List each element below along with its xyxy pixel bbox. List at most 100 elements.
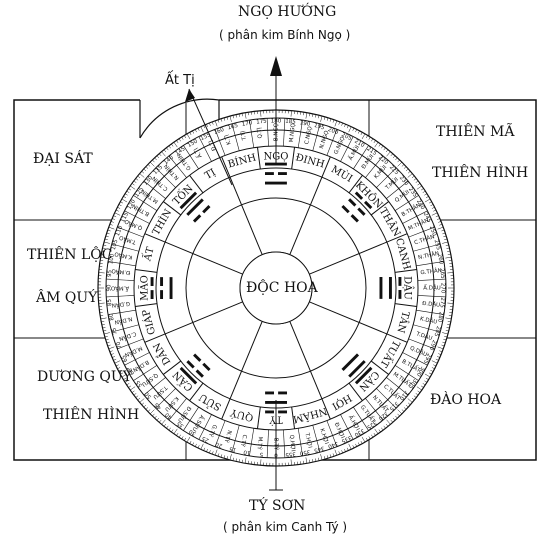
- cell-divider: [214, 129, 226, 156]
- degree-tick: [383, 425, 386, 429]
- degree-tick: [156, 417, 160, 421]
- degree-tick: [200, 126, 204, 133]
- mountain-divider: [163, 201, 182, 216]
- ring-cell-label: G.TÝ: [207, 423, 219, 438]
- degree-tick: [405, 404, 409, 408]
- degree-tick: [439, 350, 443, 353]
- degree-tick: [442, 232, 446, 235]
- degree-tick: [442, 241, 448, 244]
- degree-label: 290: [428, 339, 437, 351]
- cell-divider: [124, 352, 150, 366]
- degree-label: 335: [340, 434, 353, 444]
- degree-tick: [130, 386, 136, 391]
- degree-tick: [102, 327, 106, 329]
- cell-divider: [402, 210, 428, 224]
- cell-divider: [111, 243, 139, 252]
- cell-divider: [416, 261, 444, 267]
- degree-tick: [137, 175, 141, 179]
- trigram-sector-divider: [164, 241, 243, 275]
- degree-tick: [98, 272, 105, 274]
- degree-label: 235: [407, 186, 418, 198]
- degree-tick: [348, 126, 352, 133]
- degree-tick: [445, 256, 452, 259]
- cell-divider: [365, 398, 384, 421]
- ring-cell-label: T.HỢI: [303, 432, 312, 449]
- degree-tick: [431, 360, 438, 364]
- cell-divider: [231, 425, 240, 453]
- degree-label: 120: [127, 198, 138, 211]
- degree-label: 55: [135, 379, 144, 389]
- degree-tick: [147, 164, 151, 167]
- trigram-symbol: ☳: [146, 275, 181, 302]
- cell-divider: [117, 338, 144, 350]
- degree-label: 265: [438, 268, 445, 279]
- cell-divider: [106, 295, 135, 298]
- degree-tick: [344, 124, 346, 128]
- cell-divider: [108, 261, 136, 267]
- degree-tick: [124, 193, 128, 196]
- degree-label: 355: [285, 450, 296, 457]
- degree-tick: [442, 341, 446, 344]
- cell-top-right-line1: THIÊN MÃ: [436, 124, 515, 140]
- degree-tick: [371, 434, 374, 438]
- degree-tick: [360, 440, 363, 444]
- degree-label: 125: [134, 186, 145, 198]
- degree-tick: [186, 436, 191, 443]
- degree-tick: [352, 445, 355, 449]
- cell-divider: [340, 136, 354, 162]
- ring-cell-label: Đ.MÃO: [111, 267, 131, 276]
- degree-tick: [374, 428, 379, 434]
- degree-tick: [110, 353, 114, 355]
- degree-tick: [422, 383, 426, 386]
- degree-tick: [126, 190, 130, 193]
- degree-tick: [130, 185, 136, 190]
- degree-label: 245: [422, 212, 432, 225]
- degree-tick: [166, 147, 169, 151]
- ring-cell-label: K.MÃO: [113, 250, 133, 261]
- cell-divider: [111, 324, 139, 333]
- degree-label: 30: [188, 428, 197, 437]
- degree-tick: [309, 459, 311, 463]
- cell-divider: [413, 243, 441, 252]
- degree-tick: [159, 419, 162, 423]
- degree-tick: [118, 369, 122, 372]
- ring-cell-label: G.THÂN: [420, 267, 442, 276]
- degree-tick: [103, 330, 107, 332]
- degree-tick: [107, 229, 111, 232]
- degree-label: 160: [213, 127, 225, 136]
- degree-tick: [431, 367, 435, 370]
- degree-tick: [143, 168, 147, 172]
- degree-tick: [445, 244, 449, 246]
- degree-tick: [338, 121, 341, 125]
- cell-divider: [417, 295, 446, 298]
- degree-label: 85: [107, 298, 114, 306]
- degree-tick: [139, 398, 145, 403]
- degree-tick: [329, 118, 332, 122]
- degree-tick: [415, 393, 419, 396]
- mountain-divider: [348, 382, 363, 401]
- degree-tick: [430, 204, 434, 207]
- trigram-symbol: ☱: [372, 275, 407, 302]
- degree-label: 275: [438, 297, 445, 308]
- degree-tick: [305, 457, 308, 464]
- degree-tick: [141, 402, 145, 405]
- degree-tick: [447, 272, 454, 274]
- degree-tick: [98, 302, 105, 304]
- degree-tick: [226, 456, 229, 460]
- degree-tick: [441, 344, 445, 347]
- degree-tick: [390, 419, 393, 423]
- degree-label: 330: [353, 427, 366, 438]
- degree-tick: [145, 166, 149, 169]
- door-label: Ất Tị: [165, 73, 195, 88]
- degree-tick: [346, 447, 349, 451]
- degree-label: 10: [243, 448, 251, 455]
- degree-tick: [341, 450, 343, 454]
- degree-tick: [152, 413, 155, 417]
- trigram-sector-divider: [229, 176, 263, 255]
- degree-tick: [422, 190, 426, 193]
- mountain-divider: [189, 382, 204, 401]
- ring-cell-label: Ấ.MÃO: [110, 285, 129, 293]
- top-direction-subtitle: ( phân kim Bính Ngọ ): [219, 28, 351, 42]
- cell-bottom-left-line2: THIÊN HÌNH: [43, 407, 140, 423]
